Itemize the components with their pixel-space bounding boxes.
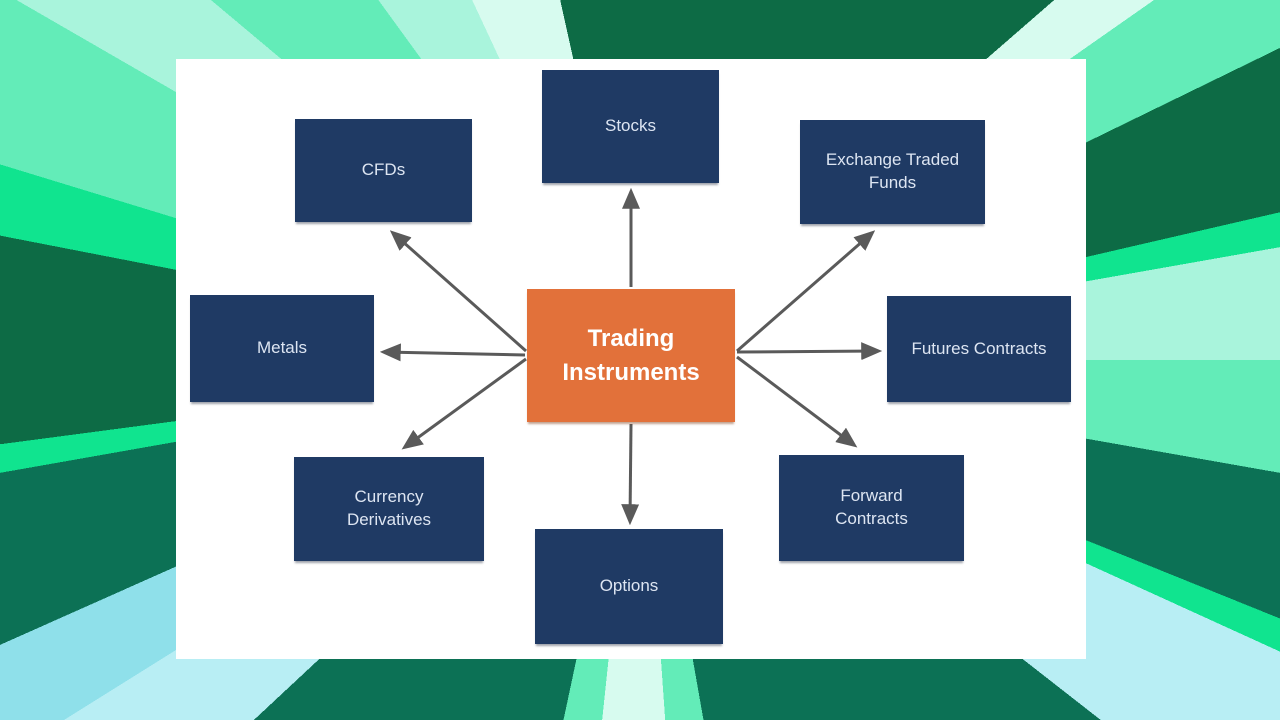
node-cfds: CFDs <box>295 119 472 222</box>
node-metals-label: Metals <box>256 338 308 358</box>
arrow-to-futures <box>736 342 883 361</box>
node-stocks-label: Stocks <box>604 116 657 136</box>
node-forward-contracts: Forward Contracts <box>779 455 964 561</box>
node-options-label: Options <box>599 576 659 596</box>
node-options: Options <box>535 529 723 644</box>
node-futures-contracts-label: Futures Contracts <box>911 338 1047 358</box>
node-metals: Metals <box>190 295 374 402</box>
node-currency-derivatives: Currency Derivatives <box>294 457 484 561</box>
arrow-to-metals <box>379 343 526 362</box>
diagram-canvas: Stocks CFDs Exchange Traded Funds Metals… <box>176 59 1086 659</box>
arrow-to-options <box>621 423 640 526</box>
arrow-to-etf <box>736 230 876 353</box>
node-exchange-traded-funds-label: Exchange Traded Funds <box>825 150 960 192</box>
arrow-to-currency <box>401 357 527 450</box>
node-futures-contracts: Futures Contracts <box>887 296 1071 402</box>
arrow-to-cfds <box>389 230 527 353</box>
node-trading-instruments-label: Trading Instruments <box>562 324 700 386</box>
node-stocks: Stocks <box>542 70 719 183</box>
arrow-to-forward <box>736 355 858 448</box>
connector-arrows <box>379 187 883 526</box>
node-trading-instruments: Trading Instruments <box>527 289 735 422</box>
node-forward-contracts-label: Forward Contracts <box>835 486 908 528</box>
node-exchange-traded-funds: Exchange Traded Funds <box>800 120 985 224</box>
node-currency-derivatives-label: Currency Derivatives <box>346 487 432 529</box>
node-cfds-label: CFDs <box>361 160 406 180</box>
